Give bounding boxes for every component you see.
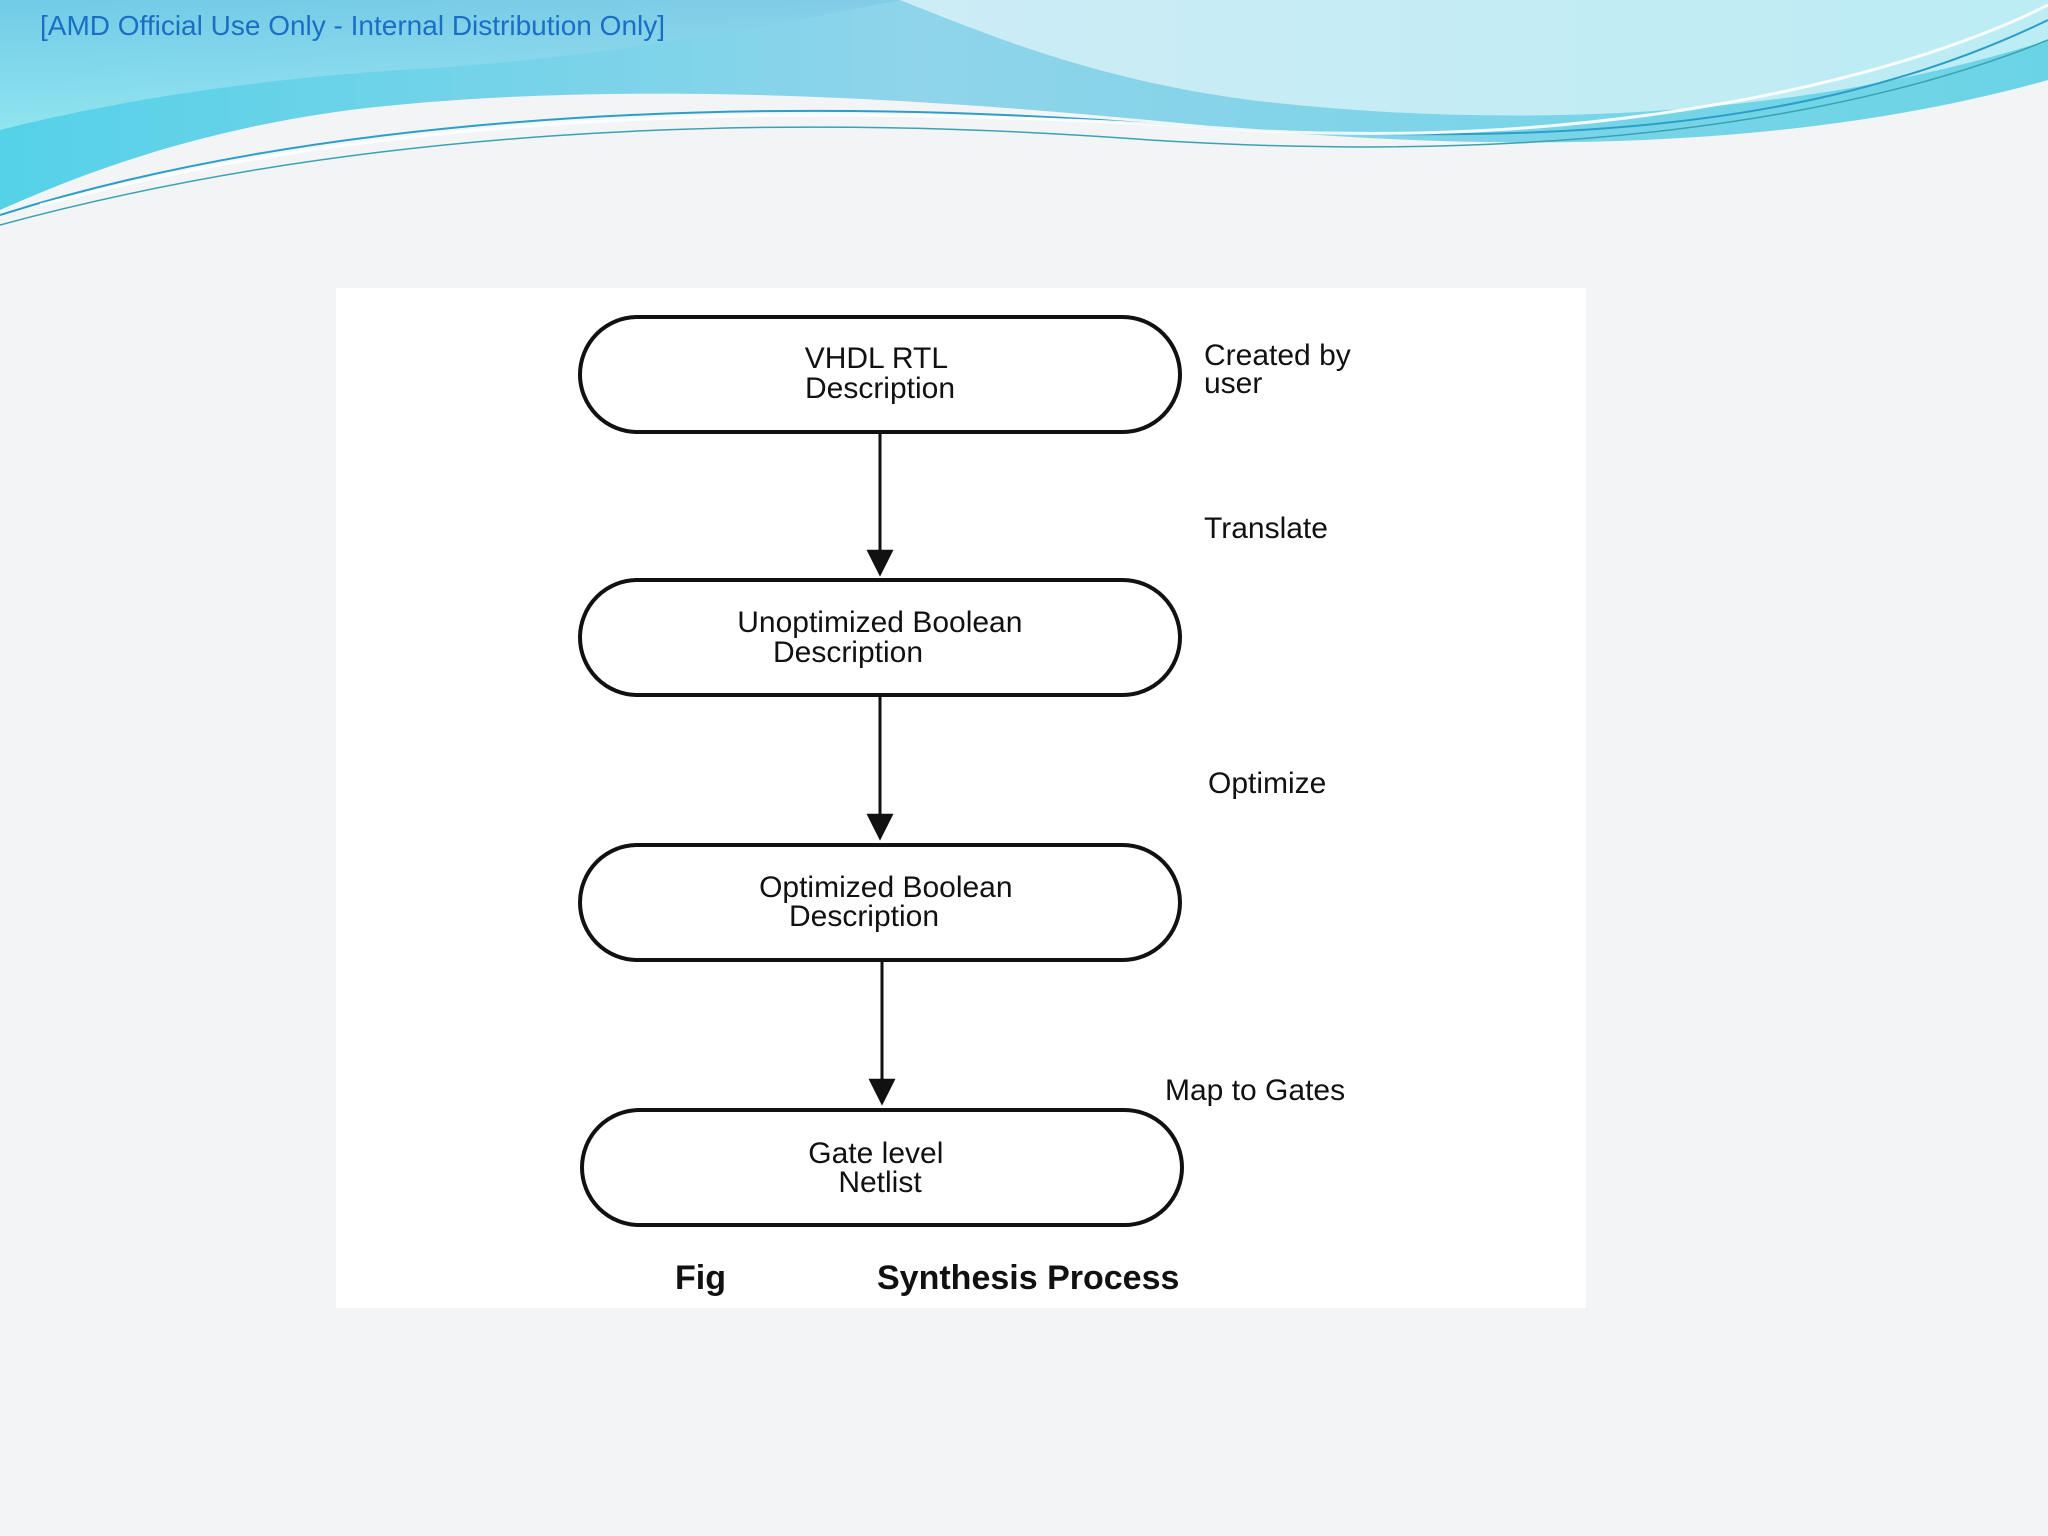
side-label-line: Translate [1204, 512, 1328, 545]
node-label-line: Netlist [838, 1166, 922, 1199]
side-label-line: Optimize [1208, 767, 1326, 800]
side-label-translate: Translate [1204, 512, 1328, 545]
svg-text:Gate level Netlist: Gate level Netlist [808, 1137, 951, 1199]
figure-caption-title: Synthesis Process [877, 1259, 1179, 1297]
node-label-line: Description [773, 636, 923, 669]
figure-caption-prefix: Fig [675, 1259, 726, 1297]
node-label-line: Unoptimized Boolean [737, 606, 1022, 639]
node-label-line: Optimized Boolean [759, 871, 1012, 904]
svg-text:VHDL RTL Description: VHDL RTL Description [805, 342, 956, 405]
node-label-line: Description [805, 372, 955, 405]
svg-text:Optimized Boolean Descri: Optimized Boolean Description [759, 871, 1021, 933]
side-label-created-by-user: Created by user [1204, 339, 1359, 400]
side-label-optimize: Optimize [1208, 767, 1326, 800]
side-label-line: Created by [1204, 339, 1351, 372]
node-vhdl-rtl-description: VHDL RTL Description [578, 315, 1182, 434]
side-label-line: user [1204, 367, 1262, 400]
node-optimized-boolean-description: Optimized Boolean Description [578, 843, 1182, 962]
side-label-map-to-gates: Map to Gates [1165, 1074, 1345, 1107]
classification-label: [AMD Official Use Only - Internal Distri… [40, 10, 666, 41]
node-label-line: VHDL RTL [805, 342, 948, 375]
side-label-line: Map to Gates [1165, 1074, 1345, 1107]
svg-text:Unoptimized Boolean Desc: Unoptimized Boolean Description [737, 606, 1031, 669]
node-gate-level-netlist: Gate level Netlist [580, 1108, 1184, 1227]
node-unoptimized-boolean-description: Unoptimized Boolean Description [578, 578, 1182, 697]
header-wave-decoration [0, 0, 2048, 226]
node-label-line: Description [789, 900, 939, 933]
node-label-line: Gate level [808, 1137, 943, 1170]
